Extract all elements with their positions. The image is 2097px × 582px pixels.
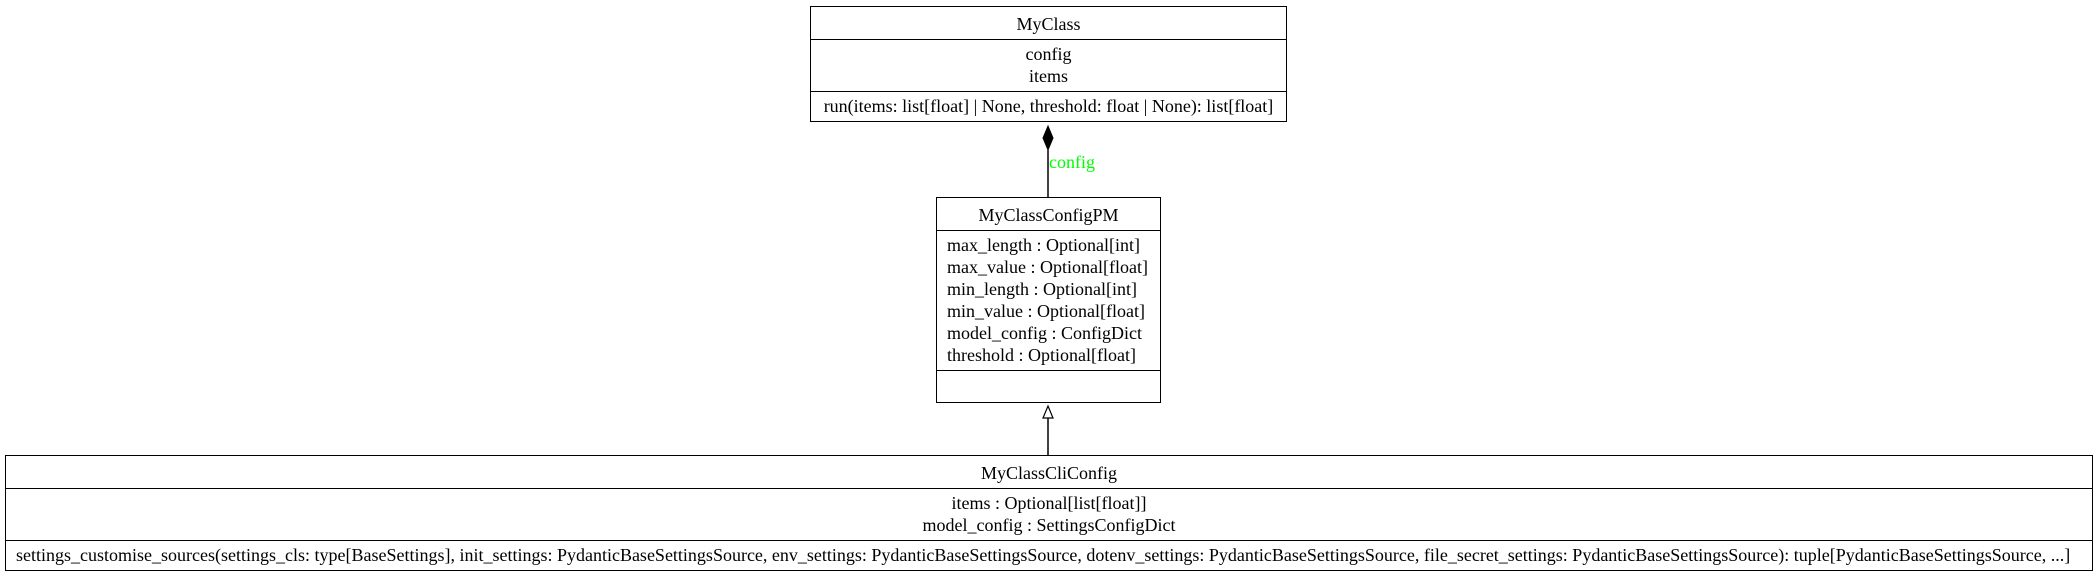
attributes-section: max_length : Optional[int] max_value : O… xyxy=(937,230,1160,370)
composition-label: config xyxy=(1049,152,1095,172)
attribute: max_length : Optional[int] xyxy=(947,235,1140,255)
inheritance-arrowhead xyxy=(1042,404,1054,419)
attribute: min_length : Optional[int] xyxy=(947,279,1137,299)
class-name: MyClassConfigPM xyxy=(978,205,1119,225)
attribute: model_config : SettingsConfigDict xyxy=(922,515,1176,535)
class-myclass: MyClass config items run(items: list[flo… xyxy=(810,6,1287,122)
attribute: items xyxy=(1029,66,1068,86)
attribute: config xyxy=(1025,44,1072,64)
attributes-section: config items xyxy=(811,39,1286,91)
attribute: max_value : Optional[float] xyxy=(947,257,1148,277)
class-name: MyClass xyxy=(1016,14,1081,34)
class-myclasscliconfig: MyClassCliConfig items : Optional[list[f… xyxy=(5,455,2093,571)
composition-diamond xyxy=(1042,124,1054,152)
method: settings_customise_sources(settings_cls:… xyxy=(16,545,2071,565)
class-myclassconfigpm: MyClassConfigPM max_length : Optional[in… xyxy=(936,197,1161,403)
attribute: min_value : Optional[float] xyxy=(947,301,1145,321)
methods-section xyxy=(937,370,1160,402)
attributes-section: items : Optional[list[float]] model_conf… xyxy=(6,488,2092,540)
class-name: MyClassCliConfig xyxy=(980,463,1118,483)
attribute: items : Optional[list[float]] xyxy=(951,493,1147,513)
attribute: threshold : Optional[float] xyxy=(947,345,1136,365)
attribute: model_config : ConfigDict xyxy=(947,323,1142,343)
methods-section: settings_customise_sources(settings_cls:… xyxy=(6,540,2092,570)
methods-section: run(items: list[float] | None, threshold… xyxy=(811,91,1286,121)
method: run(items: list[float] | None, threshold… xyxy=(823,96,1274,116)
